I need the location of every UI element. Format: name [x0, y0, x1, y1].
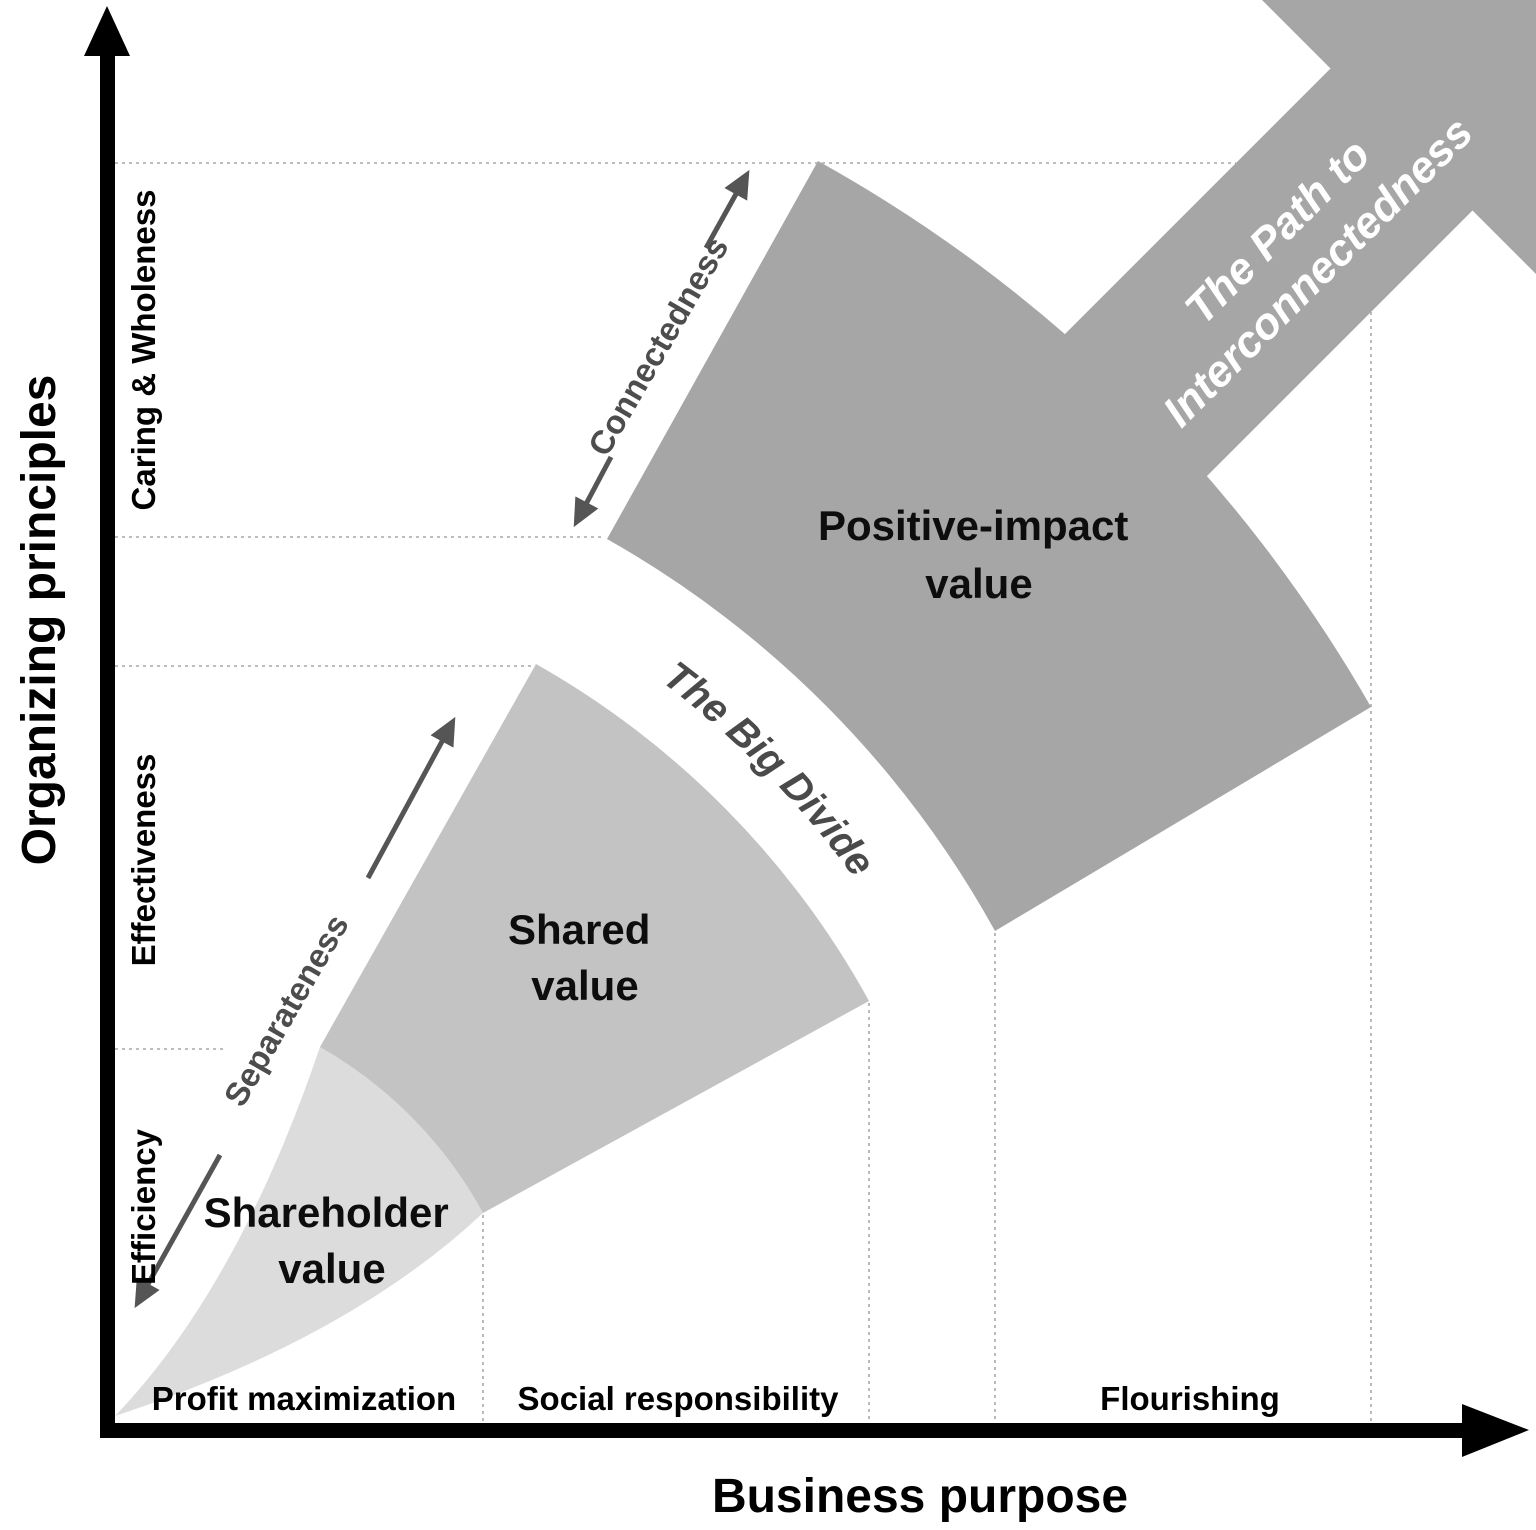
- connectedness-arrow-down-icon: [573, 455, 614, 528]
- y-tick-caring-wholeness: Caring & Wholeness: [125, 190, 162, 511]
- x-axis-arrowhead-icon: [1462, 1404, 1529, 1457]
- positive-impact-value-label-line1: Positive-impact: [818, 502, 1128, 549]
- y-axis: [84, 6, 130, 1438]
- shareholder-value-label-line1: Shareholder: [204, 1189, 449, 1236]
- y-tick-effectiveness: Effectiveness: [125, 754, 162, 967]
- gridlines: [115, 162, 1372, 1423]
- y-axis-line: [100, 54, 115, 1438]
- x-axis-title: Business purpose: [712, 1470, 1128, 1523]
- separateness-arrow-down-icon: [134, 1153, 223, 1309]
- y-tick-efficiency: Efficiency: [125, 1128, 162, 1285]
- wedge-shared-value: [320, 664, 869, 1213]
- shared-value-label-line2: value: [531, 962, 638, 1009]
- y-axis-title: Organizing principles: [13, 375, 66, 866]
- path-to-interconnectedness-arrow: [840, 0, 1536, 701]
- positive-impact-value-label: Positive-impact value: [818, 502, 1140, 607]
- y-axis-arrowhead-icon: [84, 6, 130, 56]
- positive-impact-value-label-line2: value: [925, 560, 1032, 607]
- shared-value-label-line1: Shared: [508, 906, 650, 953]
- x-axis-line: [100, 1423, 1466, 1438]
- x-axis: [100, 1404, 1529, 1457]
- shared-value-label: Shared value: [508, 906, 662, 1009]
- x-tick-profit-maximization: Profit maximization: [152, 1380, 456, 1417]
- shareholder-value-label-line2: value: [278, 1245, 385, 1292]
- x-tick-flourishing: Flourishing: [1100, 1380, 1280, 1417]
- diagonal-annotation-arrows: [134, 169, 750, 1309]
- connectedness-arrow-up-icon: [703, 169, 750, 250]
- separateness-arrow-up-icon: [365, 716, 456, 880]
- wedge-shareholder-value: [115, 1047, 483, 1416]
- x-tick-social-responsibility: Social responsibility: [518, 1380, 840, 1417]
- shareholder-value-label: Shareholder value: [204, 1189, 461, 1292]
